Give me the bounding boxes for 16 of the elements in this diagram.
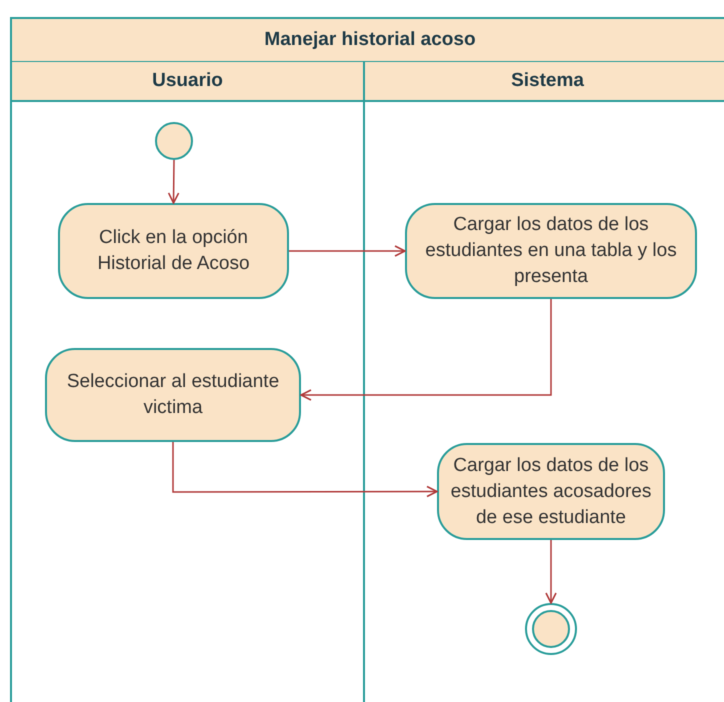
control-flow-arrow — [289, 245, 406, 257]
pool-title: Manejar historial acoso — [12, 19, 724, 63]
initial-node — [155, 122, 193, 160]
swimlane — [363, 62, 724, 702]
action-box: Cargar los datos de los estudiantes en una tabla y los presenta — [405, 203, 697, 299]
action-box: Seleccionar al estudiante victima — [45, 348, 301, 442]
action-box: Cargar los datos de los estudiantes acosadores de ese estudiante — [437, 443, 665, 540]
control-flow-arrow — [172, 442, 438, 498]
final-node — [525, 603, 577, 655]
swimlane-pool — [10, 17, 724, 702]
control-flow-arrow — [545, 540, 557, 604]
lane-header: Usuario — [12, 62, 363, 102]
control-flow-arrow — [168, 160, 180, 204]
action-box: Click en la opción Historial de Acoso — [58, 203, 289, 299]
control-flow-arrow — [300, 299, 552, 401]
lane-header: Sistema — [365, 62, 724, 102]
